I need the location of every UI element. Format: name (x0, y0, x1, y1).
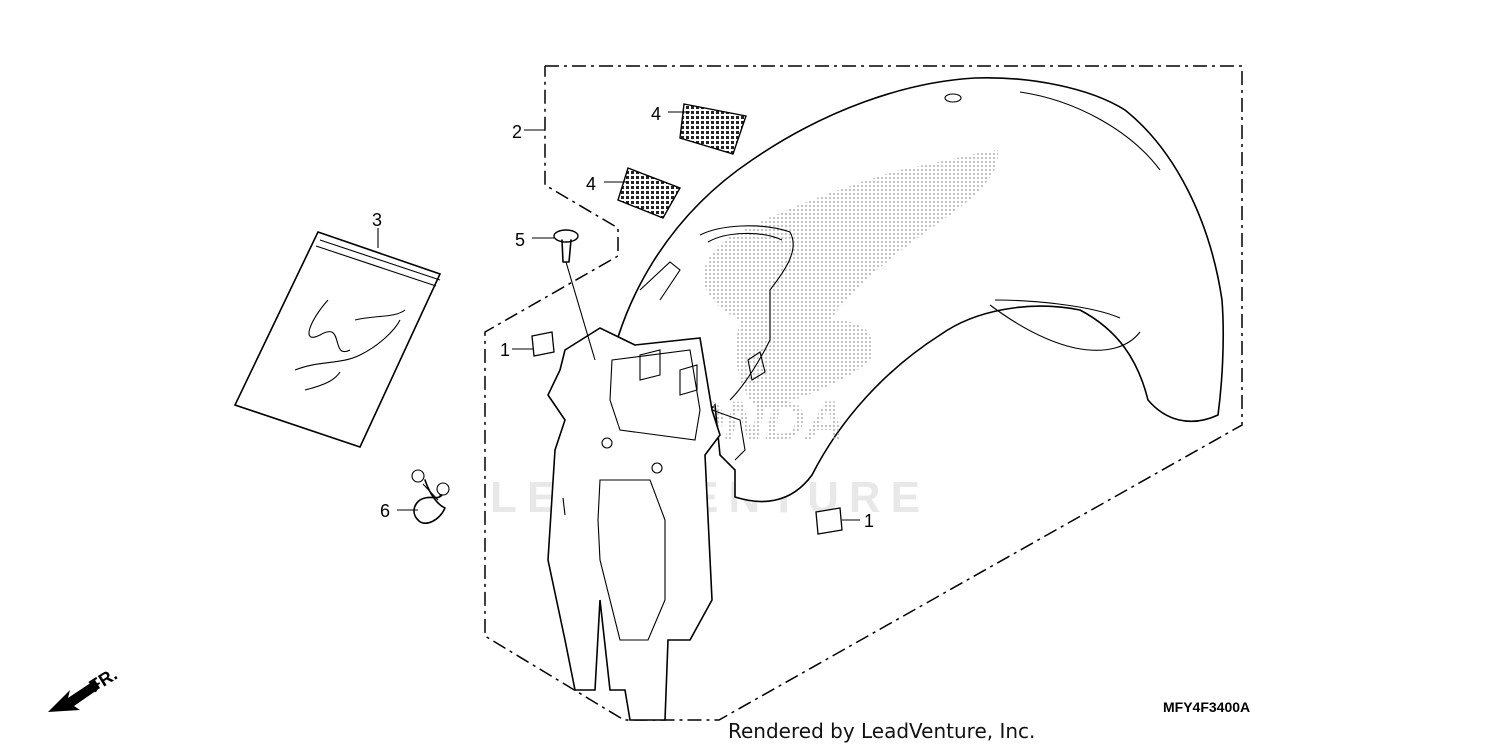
diagram-code: MFY4F3400A (1163, 699, 1250, 715)
splash-guard (547, 327, 746, 721)
callout-1-left: 1 (500, 340, 510, 360)
reflector-lower (617, 167, 682, 219)
credit-text: Rendered by LeadVenture, Inc. (728, 719, 1035, 743)
rear-fender: HONDA (604, 76, 1225, 503)
callout-2: 2 (512, 122, 522, 142)
callout-labels: 2 4 4 5 3 1 1 6 (372, 104, 874, 531)
reflector-upper (679, 103, 747, 155)
callout-5: 5 (515, 230, 525, 250)
leader-lines (377, 111, 860, 521)
wing-logo (703, 150, 999, 410)
callout-4-lower: 4 (586, 174, 596, 194)
front-arrow-icon: FR. (48, 664, 121, 712)
band-clamp (411, 469, 450, 524)
callout-1-right: 1 (864, 511, 874, 531)
callout-4-upper: 4 (651, 104, 661, 124)
callout-3: 3 (372, 210, 382, 230)
callout-6: 6 (380, 501, 390, 521)
document-bag (233, 231, 442, 448)
pad-1-left (531, 331, 555, 357)
push-clip (553, 229, 596, 361)
pad-1-right (815, 507, 843, 535)
